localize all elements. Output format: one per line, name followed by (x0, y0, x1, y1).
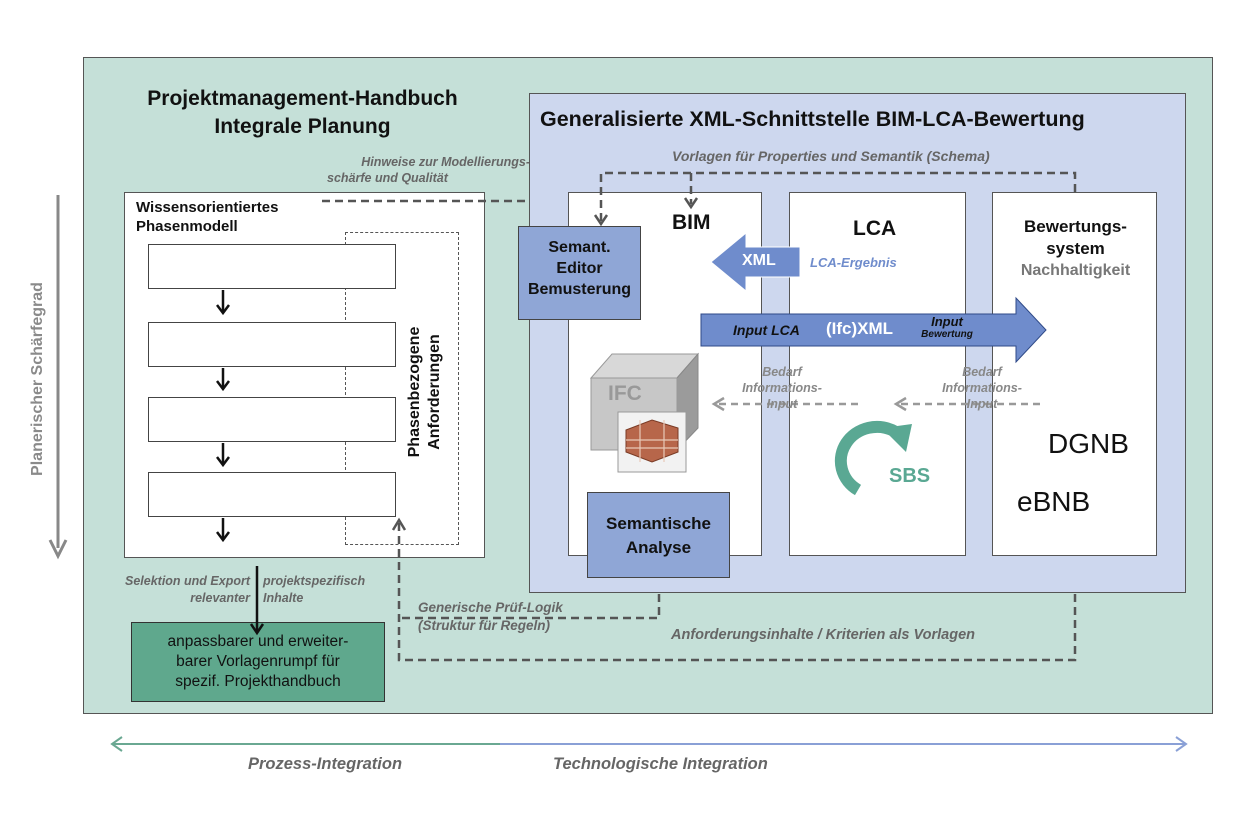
xml-label: XML (742, 252, 776, 269)
semantic-editor-box: Semant. Editor Bemusterung (518, 226, 641, 320)
handbook-title-line1: Projektmanagement-Handbuch (147, 87, 458, 110)
analysis-line1: Semantische (606, 514, 711, 533)
input-rating-label: Input Bewertung (912, 315, 982, 341)
phase-model-title: Wissensorientiertes Phasenmodell (136, 198, 278, 236)
phase-model-line2: Phasenmodell (136, 218, 238, 235)
need1-line3: Input (766, 397, 798, 411)
phase-box-3 (148, 397, 396, 442)
template-line3: spezif. Projekthandbuch (175, 673, 341, 690)
phase-box-4 (148, 472, 396, 517)
project-specific-label: projektspezifisch Inhalte (263, 573, 393, 607)
rating-system-label: Bewertungs- system Nachhaltigkeit (998, 216, 1153, 282)
project-line1: projektspezifisch (263, 574, 366, 588)
sbs-cycle-arrow (834, 420, 900, 496)
technology-integration-label: Technologische Integration (553, 755, 768, 773)
xml-interface-title: Generalisierte XML-Schnittstelle BIM-LCA… (540, 107, 1085, 131)
check-logic-connector (399, 594, 661, 620)
process-integration-label: Prozess-Integration (248, 755, 403, 773)
phase-model-line1: Wissensorientiertes (136, 199, 279, 216)
selection-line1: Selektion und Export (124, 574, 250, 588)
check-line2: (Struktur für Regeln) (418, 618, 551, 633)
template-line1: anpassbarer und erweiter- (167, 633, 349, 650)
info-need-lca: Bedarf Informations- Input (722, 364, 842, 412)
template-line2: barer Vorlagenrumpf für (176, 653, 340, 670)
rating-line1: Bewertungs- (1024, 217, 1127, 236)
bim-label: BIM (672, 211, 711, 234)
rating-column (992, 192, 1157, 556)
info-need-rating: Bedarf Informations- Input (922, 364, 1042, 412)
phase-box-2 (148, 322, 396, 367)
dgnb-label: DGNB (1048, 428, 1129, 459)
editor-line3: Bemusterung (527, 281, 632, 298)
sharpness-axis-head (48, 539, 68, 560)
editor-line2: Editor (556, 260, 603, 277)
selection-line2: relevanter (190, 591, 250, 605)
lca-label: LCA (853, 217, 897, 240)
check-line1: Generische Prüf-Logik (418, 600, 563, 615)
input-arrow (700, 296, 1047, 364)
editor-line1: Semant. (548, 239, 611, 256)
input-lca-label: Input LCA (733, 322, 800, 338)
need1-line1: Bedarf (762, 365, 802, 379)
xml-arrow (710, 231, 801, 293)
semantic-analysis-box: Semantische Analyse (587, 492, 730, 578)
modelling-hint-line1: Hinweise zur Modellierungs- (361, 155, 530, 169)
requirements-templates-label: Anforderungsinhalte / Kriterien als Vorl… (671, 627, 976, 643)
templates-label: Vorlagen für Properties und Semantik (Sc… (672, 148, 990, 164)
ifc-xml-label: (Ifc)XML (826, 319, 894, 338)
modelling-hint: Hinweise zur Modellierungs- schärfe und … (315, 154, 530, 186)
need2-line2: Informations- (942, 381, 1022, 395)
phase-arrows (216, 290, 230, 543)
ebnb-label: eBNB (1017, 486, 1091, 517)
lca-result-label: LCA-Ergebnis (810, 255, 897, 270)
check-logic-label: Generische Prüf-Logik (Struktur für Rege… (418, 599, 563, 635)
project-line2: Inhalte (263, 591, 304, 605)
sustainability-label: Nachhaltigkeit (1020, 262, 1131, 279)
selection-export-label: Selektion und Export relevanter (100, 573, 250, 607)
rating-line2: system (1046, 239, 1105, 258)
lca-column (789, 192, 966, 556)
modelling-hint-line2: schärfe und Qualität (327, 171, 448, 185)
ifc-cube (589, 352, 700, 473)
input-rating-line2: Bewertung (921, 329, 973, 340)
need1-line2: Informations- (742, 381, 822, 395)
sbs-label: SBS (889, 465, 931, 487)
templates-connector (599, 171, 1077, 222)
phase-box-1 (148, 244, 396, 289)
handbook-title-line2: Integrale Planung (214, 115, 391, 138)
requirements-connector (397, 522, 1077, 662)
template-box: anpassbarer und erweiter- barer Vorlagen… (131, 622, 385, 702)
requirements-frame (345, 232, 459, 545)
ifc-label: IFC (608, 382, 642, 405)
need2-line1: Bedarf (962, 365, 1002, 379)
analysis-line2: Analyse (625, 538, 692, 557)
handbook-title: Projektmanagement-Handbuch Integrale Pla… (100, 85, 505, 141)
input-rating-line1: Input (931, 314, 963, 329)
need2-line3: Input (966, 397, 998, 411)
